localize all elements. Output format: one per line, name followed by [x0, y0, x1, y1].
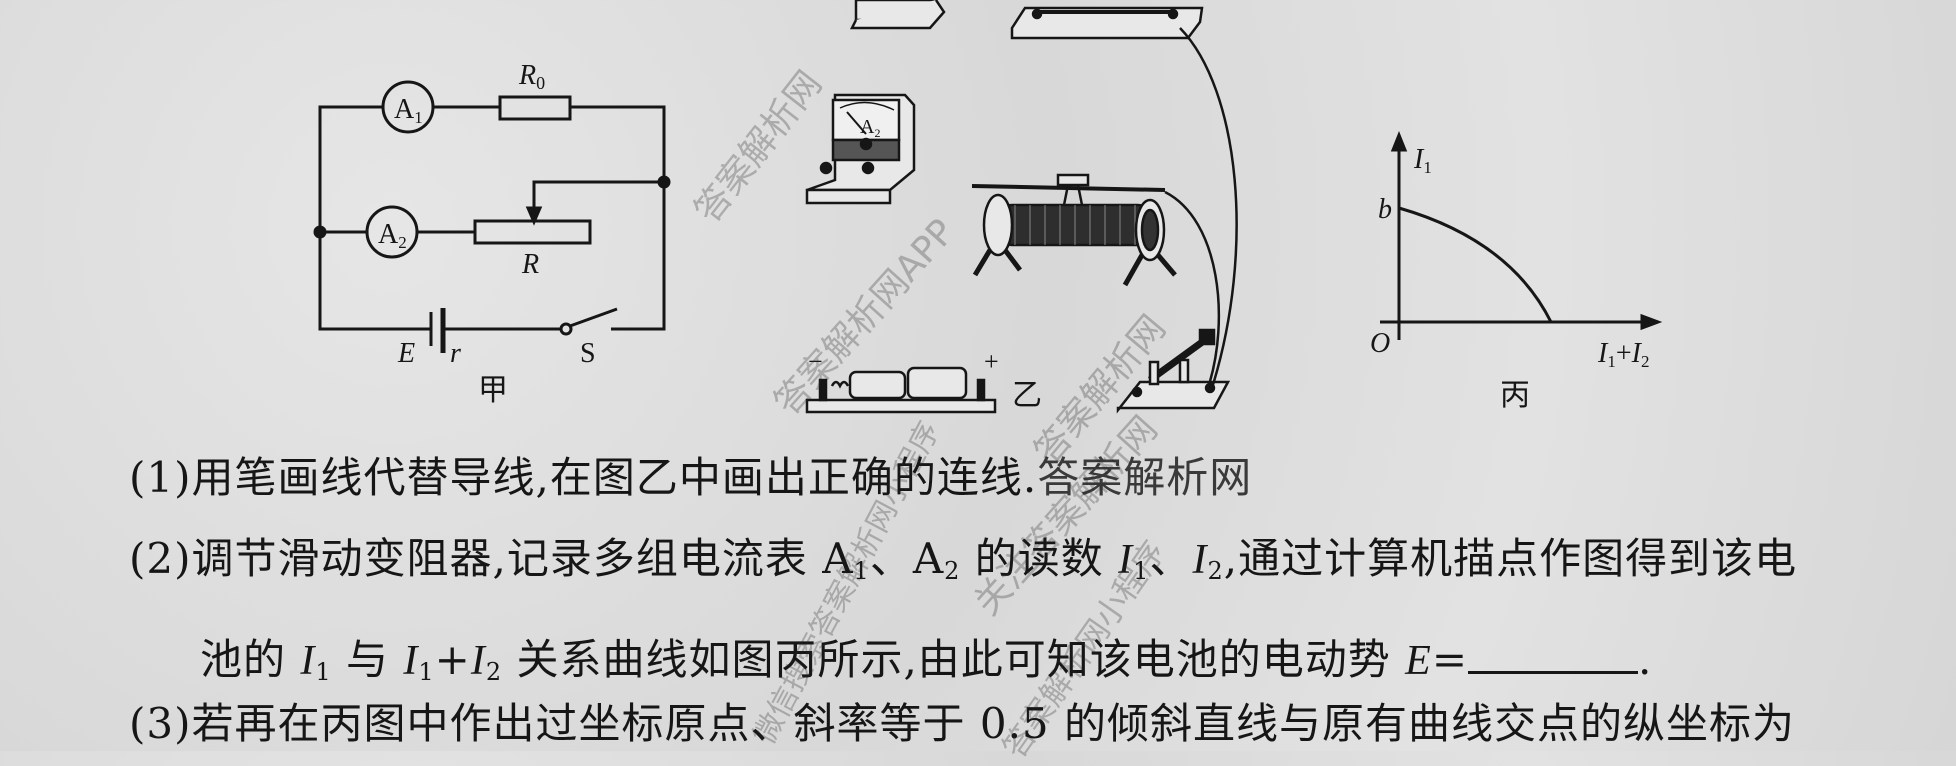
- y-axis-label: I1: [1413, 144, 1432, 177]
- switch-pivot: [559, 322, 573, 336]
- subscript: 1: [315, 658, 332, 686]
- graph-bing: [1380, 130, 1663, 340]
- wire-board-to-switch: [1179, 27, 1238, 389]
- text-segment: 池的: [200, 635, 301, 684]
- apparatus-yi: A2 − +: [805, 0, 1238, 414]
- slider-wire: [532, 180, 664, 215]
- figure-caption-yi: 乙: [1012, 379, 1042, 412]
- curve-i1-vs-sum: [1398, 206, 1553, 323]
- r0-label: R0: [518, 60, 545, 93]
- figures: A1 A2 R0 R E r S 甲 A2: [313, 0, 1663, 414]
- ammeter-a2-device: [805, 93, 916, 205]
- subscript: 1: [418, 658, 435, 686]
- sliding-rheostat: [971, 173, 1177, 287]
- text-segment: .: [1638, 635, 1653, 684]
- text-segment: (2)调节滑动变阻器,记录多组电流表 A: [129, 534, 854, 583]
- x-axis-arrow: [1640, 313, 1663, 331]
- text-segment: 与: [331, 635, 404, 684]
- rheostat-r: [473, 219, 592, 245]
- math-variable: I: [1192, 537, 1208, 583]
- figure-caption-bing: 丙: [1500, 379, 1530, 412]
- math-variable: I: [403, 638, 419, 684]
- text-segment: 、: [1149, 534, 1193, 583]
- origin-label: O: [1370, 328, 1390, 359]
- long-board: [1010, 6, 1204, 40]
- circuit-diagram-jia: [313, 80, 671, 353]
- battery-plus-sign: +: [984, 347, 999, 376]
- top-left-device: [849, 0, 946, 30]
- meter-a2-label: A2: [860, 116, 880, 140]
- a2-label: A2: [378, 219, 407, 252]
- watermark-text: 答案解析网: [1037, 453, 1253, 502]
- slider-arrow: [525, 206, 543, 226]
- switch-lever: [569, 307, 618, 328]
- subscript: 2: [485, 658, 503, 686]
- wire-rheostat-to-switch: [1164, 190, 1221, 389]
- emf-label: E: [397, 338, 415, 369]
- text-segment: 、A: [869, 534, 945, 583]
- subscript: 1: [1133, 557, 1150, 585]
- knife-switch: [1116, 328, 1231, 414]
- a1-label: A1: [394, 94, 423, 127]
- ammeter-a1: [381, 80, 435, 134]
- y-axis-arrow: [1390, 130, 1408, 152]
- battery-minus-sign: −: [808, 347, 823, 376]
- question-1: (1)用笔画线代替导线,在图乙中画出正确的连线.答案解析网: [129, 452, 1252, 504]
- figure-caption-jia: 甲: [478, 374, 508, 407]
- text-segment: =: [1431, 635, 1469, 684]
- text-segment: 的读数: [960, 534, 1119, 583]
- text-segment: 关系曲线如图丙所示,由此可知该电池的电动势: [502, 635, 1406, 684]
- answer-blank: [1468, 637, 1639, 674]
- text-segment: (1)用笔画线代替导线,在图乙中画出正确的连线.: [129, 453, 1038, 502]
- math-variable: I: [300, 638, 316, 684]
- circuit-wires: [318, 105, 666, 331]
- text-segment: ,通过计算机描点作图得到该电: [1223, 534, 1798, 583]
- text-segment: +: [434, 635, 471, 684]
- graph-labels: I1 b O I1+I2 丙: [1370, 144, 1649, 412]
- intercept-label: b: [1378, 194, 1392, 225]
- subscript: 1: [853, 557, 870, 585]
- question-2: (2)调节滑动变阻器,记录多组电流表 A1、A2 的读数 I1、I2,通过计算机…: [129, 533, 1797, 586]
- question-3: (3)若再在丙图中作出过坐标原点、斜率等于 0.5 的倾斜直线与原有曲线交点的纵…: [129, 698, 1795, 750]
- internal-resistance-label: r: [450, 338, 461, 369]
- math-variable: I: [1118, 537, 1134, 583]
- question-2-continued: 池的 I1 与 I1+I2 关系曲线如图丙所示,由此可知该电池的电动势 E=.: [200, 634, 1652, 687]
- text-segment: (3)若再在丙图中作出过坐标原点、斜率等于 0.5 的倾斜直线与原有曲线交点的纵…: [129, 699, 1795, 748]
- math-variable: E: [1405, 638, 1432, 684]
- resistor-r0: [498, 95, 572, 121]
- battery-holder: [805, 366, 997, 414]
- subscript: 2: [1207, 557, 1224, 585]
- junction-left: [313, 225, 327, 239]
- ammeter-a2: [365, 205, 419, 259]
- x-axis-label: I1+I2: [1597, 338, 1649, 371]
- switch-label: S: [580, 338, 596, 369]
- r-label: R: [521, 249, 539, 280]
- circuit-labels: A1 A2 R0 R E r S 甲: [378, 60, 596, 407]
- subscript: 2: [944, 557, 961, 585]
- math-variable: I: [470, 638, 486, 684]
- junction-right: [657, 175, 671, 189]
